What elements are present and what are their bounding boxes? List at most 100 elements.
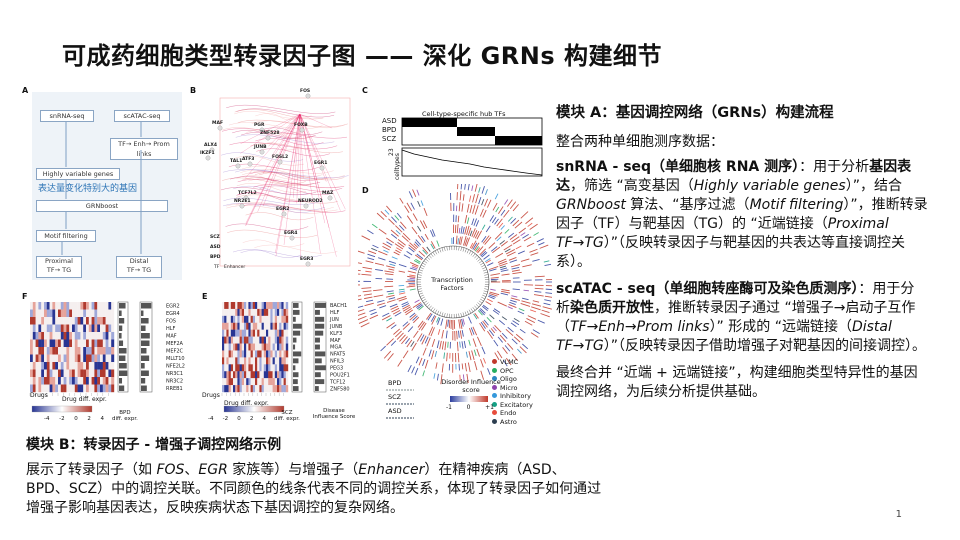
heat-cell xyxy=(228,302,231,310)
heat-cell xyxy=(46,339,50,348)
circos-bar xyxy=(388,268,395,271)
heat-cell xyxy=(38,339,42,348)
row-label-scz: SCZ xyxy=(382,135,397,143)
legend-dot-icon xyxy=(492,367,497,373)
circos-bar xyxy=(517,310,525,315)
heat-cell xyxy=(283,385,286,393)
heat-cell xyxy=(248,322,251,330)
heat-cell xyxy=(63,369,67,378)
scatac-i1: TF→Enh→Prom links xyxy=(570,319,710,335)
circos-bar xyxy=(483,254,490,260)
heat-cell xyxy=(44,369,47,378)
circos-bar xyxy=(487,262,494,266)
heat-cell xyxy=(41,302,45,310)
heat-cell xyxy=(72,309,75,318)
circos-bar xyxy=(395,249,401,254)
heat-gene-label: POU2F1 xyxy=(330,372,350,378)
network-node xyxy=(205,155,211,161)
circos-bar xyxy=(484,189,488,195)
circos-bar xyxy=(494,193,499,200)
heat-cell xyxy=(63,377,67,385)
circos-bar xyxy=(388,297,396,300)
heat-cell xyxy=(77,362,81,370)
circos-bar xyxy=(444,341,447,351)
circos-bar xyxy=(386,299,396,303)
circos-bar xyxy=(402,306,411,312)
heat-cell xyxy=(72,324,75,333)
heat-cell xyxy=(49,369,53,378)
circos-bar xyxy=(406,251,413,256)
heat-cell xyxy=(224,308,227,317)
circos-bar xyxy=(472,194,476,203)
circos-bar xyxy=(518,227,527,234)
heat-cell xyxy=(226,385,229,393)
circos-bar xyxy=(456,330,458,340)
heat-cell xyxy=(226,308,229,317)
heat-cell xyxy=(49,384,53,393)
circos-bar xyxy=(422,220,428,229)
celltype-legend-label: Astro xyxy=(500,417,517,426)
heat-cell xyxy=(233,302,236,310)
heat-cell xyxy=(274,385,278,393)
heat-cell xyxy=(108,317,112,325)
heat-cell xyxy=(250,315,253,323)
heat-cell xyxy=(226,364,229,372)
heat-cell xyxy=(58,354,61,363)
network-gene-label: PGR xyxy=(254,122,265,128)
circos-bar xyxy=(413,260,420,264)
heat-cell xyxy=(261,378,264,386)
heat-cell xyxy=(263,343,267,351)
circos-bar xyxy=(481,199,485,206)
heat-cell xyxy=(261,322,264,330)
heat-cell xyxy=(281,308,284,317)
heat-cell xyxy=(268,308,271,317)
heat-cell xyxy=(235,371,238,379)
circos-bar xyxy=(398,288,405,291)
circos-bar xyxy=(539,244,549,249)
heat-cell xyxy=(252,385,256,393)
circos-bar xyxy=(411,264,419,268)
circos-bar xyxy=(472,338,477,347)
circos-bar xyxy=(520,303,531,307)
circos-bar xyxy=(398,297,407,302)
heat-cell xyxy=(266,329,269,337)
distal-sub: TF→ TG xyxy=(126,266,152,274)
network-node xyxy=(305,261,311,267)
heat-cell xyxy=(259,385,262,393)
heat-cell xyxy=(108,362,112,370)
circos-bar xyxy=(469,230,473,237)
circos-bar xyxy=(479,208,484,217)
network-node xyxy=(319,165,325,171)
heat-cell xyxy=(259,315,262,323)
heat-cell xyxy=(261,343,264,351)
heat-cell xyxy=(237,343,240,351)
heat-cell xyxy=(38,347,42,355)
heat-cell xyxy=(244,378,247,386)
circos-bar xyxy=(396,332,404,340)
circos-bar xyxy=(529,223,538,230)
circos-bar xyxy=(358,269,361,272)
circos-bar xyxy=(459,341,461,348)
circos-bar xyxy=(367,253,376,258)
circos-bar xyxy=(458,236,461,245)
heat-cell xyxy=(100,317,103,325)
circos-bar xyxy=(456,341,459,352)
panel-letter-c: C xyxy=(362,86,368,95)
circos-bar xyxy=(485,301,492,306)
circos-bar xyxy=(402,232,411,241)
heat-cell xyxy=(69,384,73,393)
heat-cell xyxy=(41,354,45,363)
snrna-i3: Motif filtering xyxy=(749,197,844,213)
network-node xyxy=(327,195,333,201)
circos-bar xyxy=(520,211,529,219)
heat-cell xyxy=(277,364,280,372)
circos-bar xyxy=(396,247,402,252)
heat-cell xyxy=(41,377,45,385)
heat-cell xyxy=(63,332,67,340)
heat-cell xyxy=(58,302,61,310)
heat-cell xyxy=(83,302,87,310)
heat-cell xyxy=(97,369,101,378)
heat-cell xyxy=(266,308,269,317)
circos-bar xyxy=(468,351,472,361)
